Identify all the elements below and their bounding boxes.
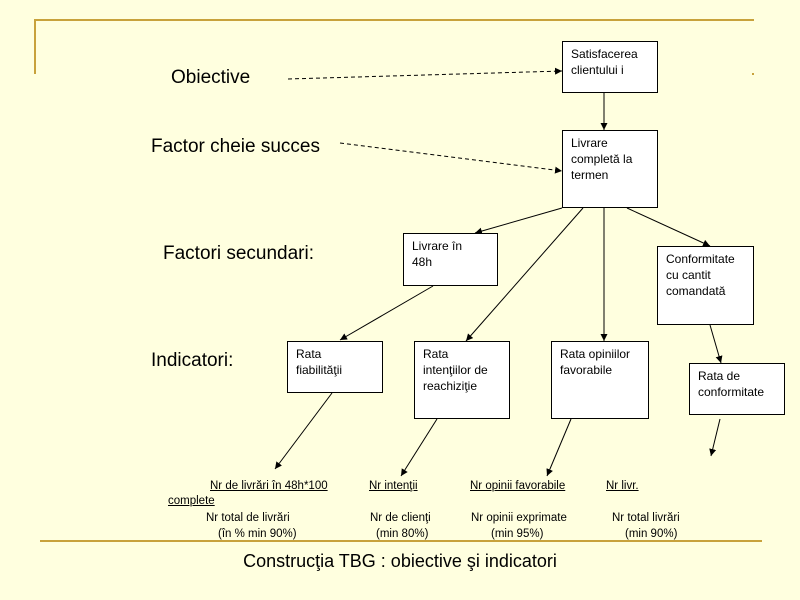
arrow-formula-4 [709,418,721,457]
box-livrare-completa: Livrare completă la termen [562,130,658,208]
label-factor-cheie-succes: Factor cheie succes [151,136,320,157]
arrow-formula-3 [546,418,572,477]
box-satisfacerea-clientului: Satisfacerea clientului i [562,41,658,93]
arrow-obiective [287,67,563,80]
formula-1-denominator: Nr total de livrări [206,512,290,524]
formula-4-note: (min 90%) [625,528,678,540]
formula-2-denominator: Nr de clienţi [370,512,431,524]
label-obiective: Obiective [171,67,251,88]
box-rata-opiniilor: Rata opiniilor favorabile [551,341,649,419]
arrow-formula-1 [274,392,333,470]
formula-3-note: (min 95%) [491,528,544,540]
accent-dot [752,73,754,75]
slide-caption: Construcţia TBG : obiective şi indicator… [243,551,557,571]
formula-2-numerator: Nr intenţii [369,480,418,492]
arrow-to-livrare48 [474,207,563,235]
arrow-to-fiabilitate [339,285,434,341]
formula-4-denominator: Nr total livrări [612,512,680,524]
arrow-to-conformitate [626,207,711,247]
formula-3-numerator: Nr opinii favorabile [470,480,566,492]
label-indicatori: Indicatori: [151,350,234,371]
arrow-formula-2 [400,418,438,477]
formula-1-note: (în % min 90%) [218,528,297,540]
top-rule [34,19,754,21]
label-factori-secundari: Factori secundari: [163,243,315,264]
box-rata-intentiilor: Rata intenţiilor de reachiziţie [414,341,510,419]
box-conformitate: Conformitate cu cantit comandată [657,246,754,325]
formula-2-note: (min 80%) [376,528,429,540]
formula-4-numerator: Nr livr. [606,480,639,492]
bottom-rule [40,540,762,542]
arrow-to-intentii [465,207,584,342]
left-rule [34,19,36,74]
formula-1-numerator: Nr de livrări în 48h*100 [210,480,328,492]
formula-3-denominator: Nr opinii exprimate [471,512,567,524]
arrow-factor-cheie [339,142,563,174]
box-rata-conformitate: Rata de conformitate [689,363,785,415]
formula-1-numerator-cont: complete [168,495,215,507]
box-rata-fiabilitatii: Rata fiabilităţii [287,341,383,393]
arrow-to-rata-conformitate [709,324,723,364]
box-livrare-48h: Livrare în 48h [403,233,498,286]
